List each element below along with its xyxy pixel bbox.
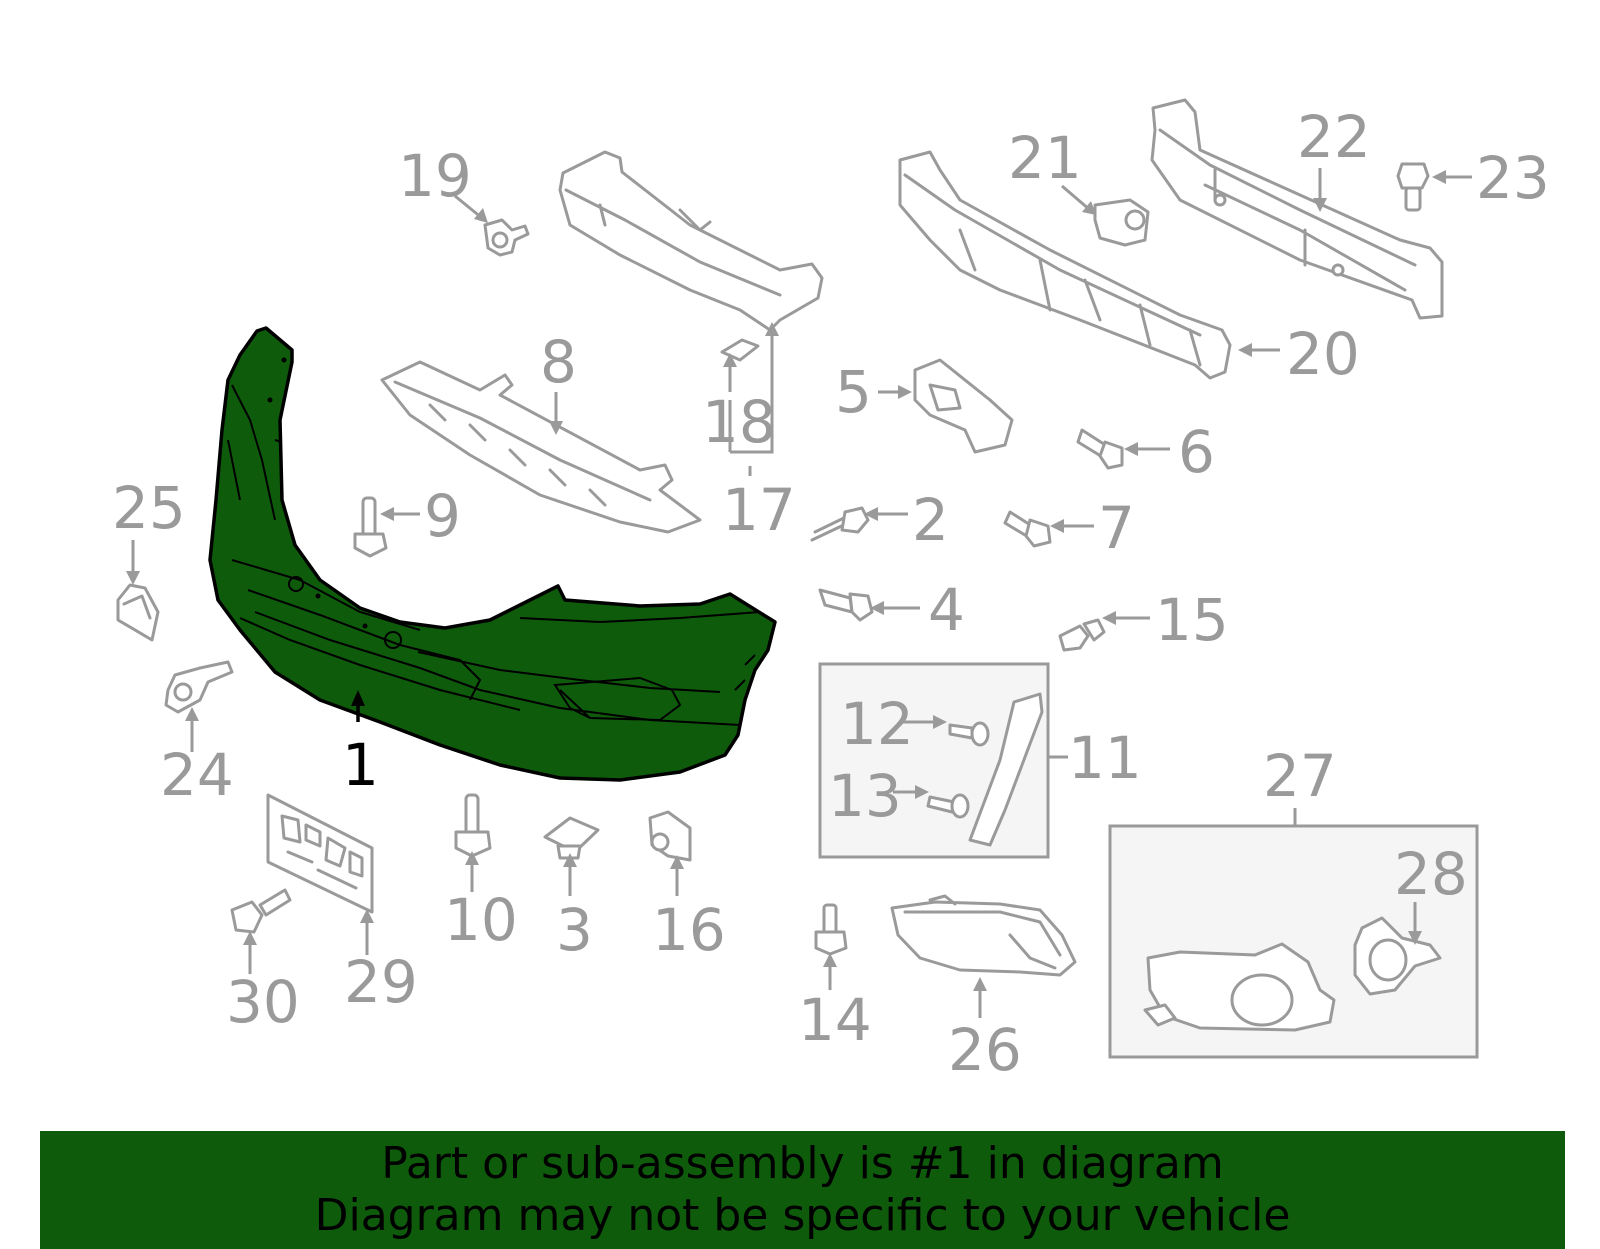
part-24-sensor	[164, 660, 234, 714]
callout-10: 10	[444, 886, 518, 954]
callout-20: 20	[1286, 320, 1360, 388]
part-30-bolt	[230, 888, 292, 934]
callout-9: 9	[424, 482, 461, 550]
callout-6: 6	[1178, 418, 1215, 486]
callout-25: 25	[112, 474, 186, 542]
part-21-clip	[1093, 198, 1150, 247]
callout-7: 7	[1098, 494, 1135, 562]
part-23-bolt	[1396, 162, 1430, 212]
part-1-bumper-cover	[208, 326, 777, 782]
part-4-bolt	[818, 588, 874, 622]
part-2-bolt	[810, 506, 870, 542]
arrow-1-icon	[351, 690, 365, 706]
part-6-bolt	[1076, 428, 1124, 470]
callout-3: 3	[556, 896, 593, 964]
part-5-bracket	[913, 358, 1014, 454]
part-22-reinforcement-bar	[1150, 98, 1444, 320]
callout-29: 29	[344, 948, 418, 1016]
callout-11: 11	[1068, 724, 1142, 792]
callout-24: 24	[160, 741, 234, 809]
part-27-fog-lamp	[1143, 942, 1336, 1032]
part-26-bezel	[890, 894, 1077, 977]
callout-22: 22	[1297, 103, 1371, 171]
part-20-absorber	[898, 150, 1232, 380]
banner-line-1: Part or sub-assembly is #1 in diagram	[381, 1138, 1224, 1189]
callout-12: 12	[840, 690, 914, 758]
callout-4: 4	[928, 576, 965, 644]
banner-line-2: Diagram may not be specific to your vehi…	[314, 1190, 1291, 1241]
part-8-support	[380, 360, 702, 534]
callout-13: 13	[828, 762, 902, 830]
part-15-clip	[1058, 618, 1106, 652]
callout-17: 17	[722, 476, 796, 544]
part-19-push-pin	[483, 218, 530, 257]
callout-16: 16	[652, 896, 726, 964]
callout-26: 26	[948, 1016, 1022, 1084]
callout-23: 23	[1476, 144, 1550, 212]
part-10-bolt	[454, 793, 492, 858]
callout-30: 30	[226, 968, 300, 1036]
callout-8: 8	[540, 328, 577, 396]
callout-2: 2	[912, 486, 949, 554]
part-16-retainer	[648, 810, 692, 862]
part-28-fog-lamp-bracket	[1353, 916, 1442, 996]
part-14-screw	[814, 903, 848, 956]
part-13-screw	[926, 793, 970, 819]
callout-19: 19	[398, 142, 472, 210]
part-12-screw	[948, 721, 990, 747]
part-9-bolt	[353, 496, 388, 558]
callout-21: 21	[1008, 124, 1082, 192]
callout-28: 28	[1394, 840, 1468, 908]
leader-lines	[126, 168, 1472, 1018]
part-18-clip	[720, 338, 760, 362]
part-11-molding	[968, 692, 1044, 847]
callout-27: 27	[1263, 742, 1337, 810]
part-7-bolt	[1003, 510, 1052, 548]
part-29-plate-bracket	[266, 793, 374, 914]
callout-15: 15	[1155, 586, 1229, 654]
part-25-cap	[116, 583, 160, 642]
info-banner: Part or sub-assembly is #1 in diagram Di…	[40, 1131, 1565, 1249]
callout-18: 18	[702, 388, 776, 456]
callout-labels: 1 2 3 4 5 6 7 8 9 10 11 12 13 14 15 16 1…	[112, 103, 1550, 1084]
callout-14: 14	[798, 986, 872, 1054]
part-3-clip-nut	[543, 816, 600, 860]
callout-1: 1	[342, 731, 379, 799]
callout-5: 5	[835, 358, 872, 426]
part-17-upper-bracket	[558, 150, 824, 332]
